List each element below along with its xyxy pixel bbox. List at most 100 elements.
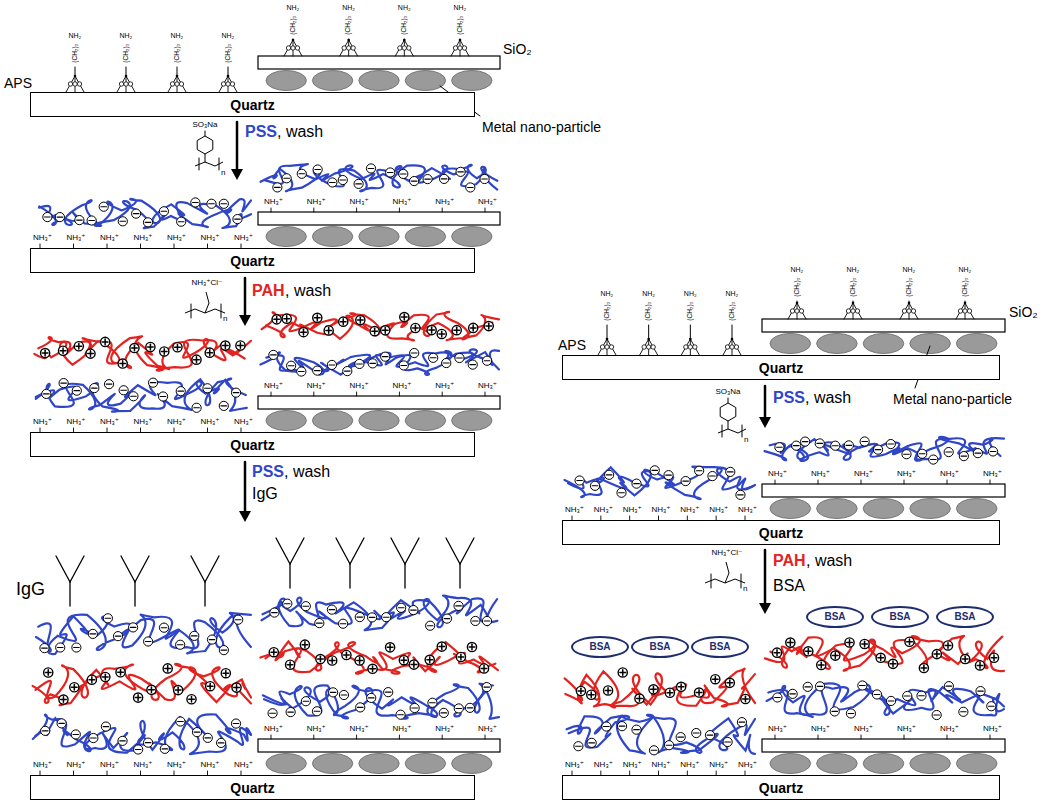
negative-charge	[144, 637, 153, 646]
charge-sign	[177, 344, 179, 350]
charge-sign	[209, 350, 211, 356]
benzene-ring	[720, 403, 736, 421]
negative-charge	[723, 737, 732, 746]
negative-charge	[101, 722, 110, 731]
negative-charge	[649, 746, 658, 755]
charge-sign	[233, 392, 239, 393]
charge-sign	[57, 217, 63, 218]
amine-stem	[442, 208, 443, 212]
positive-charge	[74, 342, 83, 351]
charge-sign	[273, 649, 275, 655]
positive-charge	[70, 683, 79, 692]
charge-sign	[78, 343, 80, 349]
amine-group: NH₂	[342, 4, 355, 11]
charge-sign	[150, 344, 152, 350]
amine-charge: NH₃⁺	[623, 506, 642, 514]
amine-group: NH₂	[903, 266, 916, 273]
pendant-bond	[205, 292, 209, 313]
negative-charge	[932, 710, 941, 719]
charge-sign	[790, 693, 796, 694]
amine-charge: NH₃⁺	[478, 725, 497, 733]
negative-charge	[410, 703, 419, 712]
amine-charge: NH₃⁺	[768, 725, 787, 733]
charge-sign	[404, 314, 406, 320]
charge-sign	[240, 343, 242, 349]
charge-sign	[468, 187, 474, 188]
repeat-bracket	[199, 158, 200, 170]
negative-charge	[72, 386, 81, 395]
amine-charge: NH₃⁺	[854, 725, 873, 733]
negative-charge	[676, 733, 685, 742]
charge-sign	[669, 690, 671, 696]
charge-sign	[727, 471, 733, 472]
negative-charge	[801, 437, 810, 446]
charge-sign	[360, 317, 362, 323]
negative-charge	[219, 199, 228, 208]
siloxane-bond	[126, 76, 135, 92]
negative-charge	[574, 742, 583, 751]
amine-group: NH₂	[287, 4, 300, 11]
amine-charge: NH₃⁺	[234, 234, 253, 242]
propyl-chain: (CH₂)₃	[345, 15, 352, 34]
charge-sign	[357, 363, 363, 364]
polymer-chain	[263, 595, 498, 625]
negative-charge	[301, 697, 310, 706]
metal-nanoparticle	[405, 71, 445, 91]
polymer-chain	[260, 642, 495, 674]
charge-sign	[45, 217, 51, 218]
silane-label: APS	[558, 338, 586, 352]
charge-sign	[821, 662, 823, 668]
negative-charge	[465, 703, 474, 712]
positive-charge	[385, 643, 394, 652]
antibody-arm	[56, 556, 70, 582]
negative-charge	[482, 616, 491, 625]
charge-sign	[304, 642, 306, 648]
repeat-index: n	[743, 585, 747, 593]
negative-charge	[987, 702, 996, 711]
amine-group: NH₂	[684, 290, 697, 297]
silane-bond	[732, 325, 733, 339]
step-text: , wash	[806, 553, 852, 569]
propyl-chain: (CH₂)₃	[729, 301, 736, 320]
negative-charge	[103, 614, 112, 623]
oxygen-atom	[226, 82, 230, 86]
amine-charge: NH₃⁺	[67, 234, 86, 242]
charge-sign	[775, 697, 781, 698]
charge-sign	[42, 730, 48, 731]
positive-charge	[786, 638, 795, 647]
oxygen-atom	[179, 82, 183, 86]
repeat-bracket	[711, 574, 712, 588]
charge-sign	[398, 714, 404, 715]
oxygen-atom	[651, 345, 655, 349]
polymer-chain	[36, 665, 252, 704]
charge-sign	[488, 323, 490, 329]
negative-charge	[399, 361, 408, 370]
negative-charge	[575, 476, 584, 485]
amine-stem	[356, 735, 357, 739]
silica-layer	[762, 739, 1005, 752]
amine-charge: NH₃⁺	[201, 418, 220, 426]
charge-sign	[178, 391, 184, 392]
negative-charge	[428, 698, 437, 707]
amine-stem	[485, 392, 486, 396]
positive-charge	[411, 323, 420, 332]
negative-charge	[617, 722, 626, 731]
metal-nanoparticle	[452, 227, 492, 247]
protein-ellipse: BSA	[691, 636, 749, 658]
positive-charge	[603, 686, 612, 695]
charge-sign	[651, 750, 657, 751]
charge-sign	[832, 711, 838, 712]
amine-stem	[313, 735, 314, 739]
negative-charge	[737, 718, 746, 727]
charge-sign	[135, 749, 141, 750]
charge-sign	[63, 697, 65, 703]
amine-stem	[313, 392, 314, 396]
polymer-chain	[767, 683, 1004, 716]
amine-charge: NH₃⁺	[623, 761, 642, 769]
charge-sign	[359, 658, 361, 664]
antibody-arm	[276, 538, 290, 564]
charge-sign	[270, 713, 276, 714]
negative-charge	[664, 741, 673, 750]
charge-sign	[356, 183, 362, 184]
negative-charge	[605, 470, 614, 479]
